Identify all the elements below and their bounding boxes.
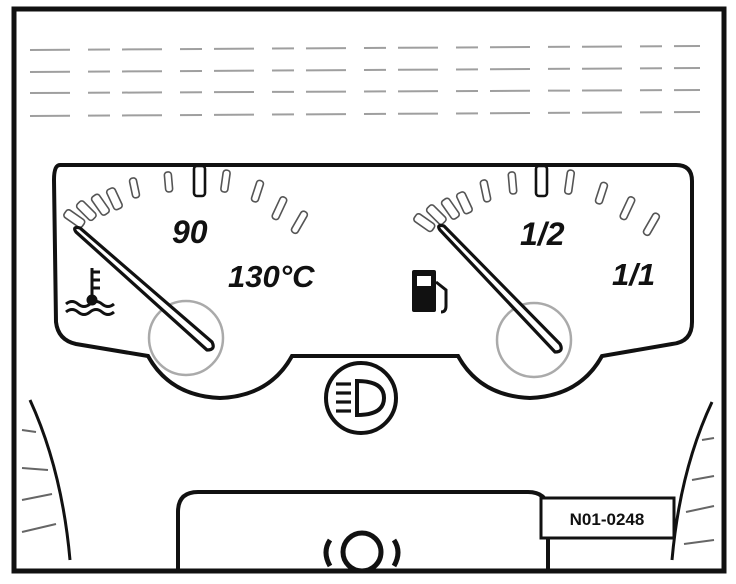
fuel-gauge: 1/2 1/1 — [412, 164, 661, 379]
coolant-temperature-icon — [65, 268, 115, 316]
reference-code-box — [539, 496, 676, 540]
right-side-dial — [670, 401, 715, 561]
top-shading-lines — [29, 45, 701, 117]
main-beam-headlight-icon — [324, 361, 398, 435]
temperature-needle-hub — [147, 299, 225, 377]
fuel-max-label: 1/1 — [612, 257, 655, 292]
reference-code: N01-0248 — [570, 510, 645, 529]
brake-warning-icon — [323, 530, 401, 574]
fuel-needle — [437, 223, 563, 354]
temperature-gauge: 90 130°C — [63, 164, 315, 377]
figure-frame — [11, 6, 727, 574]
fuel-needle-hub — [495, 301, 573, 379]
temperature-scale-marks — [63, 164, 309, 235]
fuel-pump-icon — [412, 270, 448, 314]
gauge-housing — [51, 163, 694, 401]
temperature-max-label: 130°C — [228, 259, 315, 294]
fuel-mid-label: 1/2 — [520, 216, 565, 252]
fuel-scale-marks — [413, 164, 661, 237]
left-side-dial — [21, 399, 72, 561]
temperature-needle — [73, 225, 215, 352]
temperature-mid-label: 90 — [172, 214, 208, 250]
